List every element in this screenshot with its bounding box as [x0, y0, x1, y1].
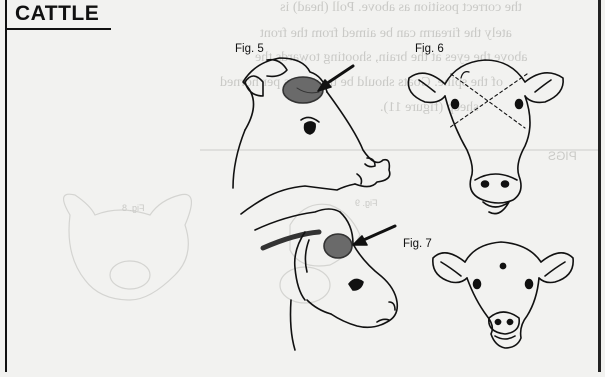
fig7-eye	[349, 279, 363, 290]
calf-nostril	[507, 320, 512, 325]
cattle-illustrations	[5, 0, 605, 372]
fig6-nostril	[502, 181, 509, 187]
fig7-horn-shadow	[263, 232, 319, 248]
fig6-poll	[445, 60, 525, 84]
fig6-eye	[516, 100, 523, 109]
fig6-cross-line	[451, 74, 525, 128]
calf-poll	[465, 242, 541, 262]
fig7-cow-angled-illustration	[255, 209, 397, 350]
fig7-ear	[295, 232, 305, 300]
fig5-brain-target	[283, 77, 323, 103]
fig6-cross-line	[449, 74, 527, 128]
calf-nostril	[495, 320, 500, 325]
fig5-cow-profile-illustration	[233, 58, 390, 214]
fig6-right-ear	[525, 73, 563, 103]
fig6-cow-front-illustration	[408, 60, 563, 214]
fig7-nostril	[389, 302, 395, 310]
cattle-page: CATTLE Fig. 5 Fig. 6 Fig. 7	[5, 0, 605, 372]
calf-target-dot	[500, 263, 505, 268]
fig7-brain-target	[324, 234, 352, 258]
fig6-nostril	[482, 181, 489, 187]
fig5-eye	[305, 122, 316, 134]
calf-eye	[474, 280, 481, 289]
calf-eye	[526, 280, 533, 289]
fig6-eye	[452, 100, 459, 109]
fig6-left-ear	[408, 73, 445, 102]
calf-front-illustration	[433, 242, 573, 348]
fig7-poll	[255, 209, 340, 230]
